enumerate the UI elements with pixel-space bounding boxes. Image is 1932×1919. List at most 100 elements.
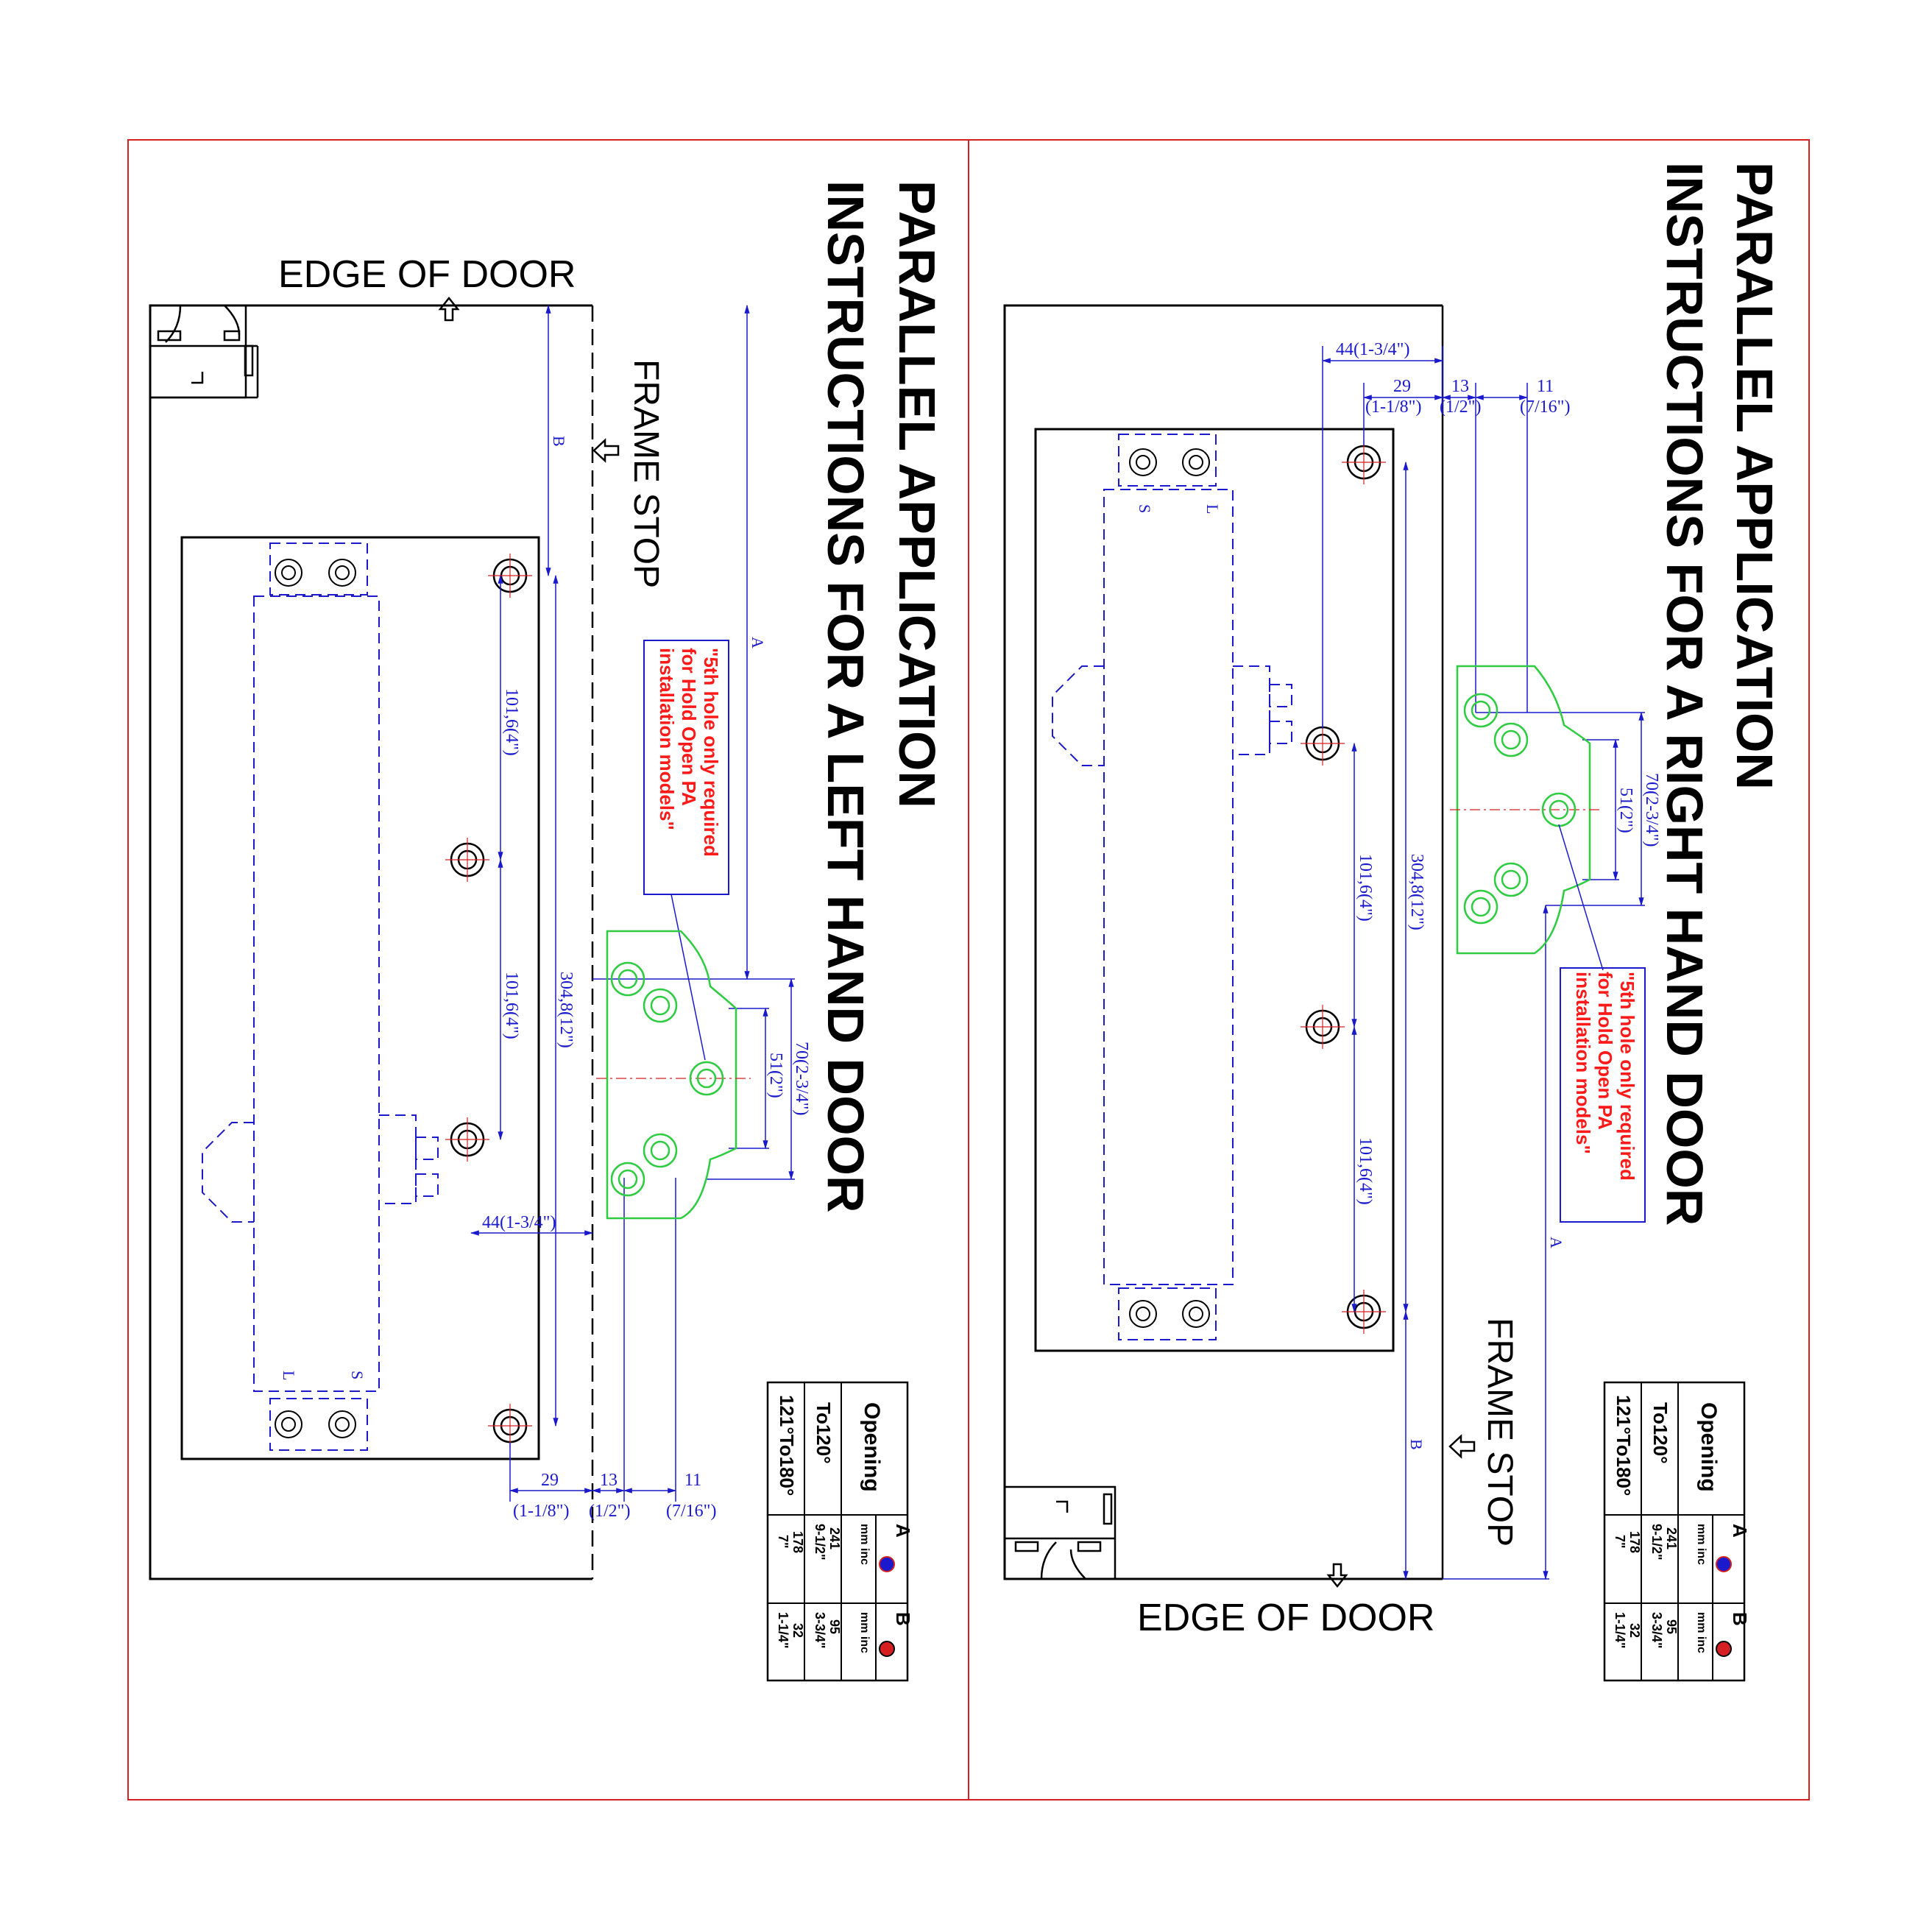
left-arm-bracket: [606, 930, 737, 1220]
left-dim-13-in: (1/2"): [589, 1502, 630, 1521]
left-table-row2-a-in: 7": [776, 1535, 790, 1549]
left-table-row2-b-mm: 32: [790, 1623, 805, 1638]
left-note-line3: installation models": [656, 648, 678, 830]
left-opening-table: Opening To120° 121°To180° A mm inc 241 9…: [766, 1381, 914, 1682]
left-valve-l-label: L: [280, 1371, 298, 1380]
right-table-units-b: mm inc: [1695, 1612, 1708, 1653]
right-table-col-a: A: [1729, 1524, 1751, 1538]
left-table-b-icon: [879, 1641, 895, 1657]
left-dimension-lines: [470, 304, 795, 1502]
right-table-b-icon: [1716, 1641, 1732, 1657]
left-valve-s-label: S: [348, 1371, 367, 1379]
left-title-line1: PARALLEL APPLICATION: [888, 180, 946, 808]
left-bracket-holes: [610, 961, 724, 1197]
right-mounting-plate: [1034, 428, 1395, 1352]
right-dim-13: 13: [1451, 377, 1469, 396]
right-table-row1-opening: To120°: [1649, 1402, 1671, 1464]
right-table-row1-b-in: 3-3/4": [1649, 1612, 1664, 1649]
left-table-header: Opening: [860, 1402, 884, 1492]
left-title-line2: INSTRUCTIONS FOR A LEFT HAND DOOR: [817, 180, 874, 1213]
right-table-row1-a-in: 9-1/2": [1649, 1524, 1664, 1561]
right-table-row1-a-mm: 241: [1664, 1527, 1679, 1549]
right-valve-screws: [1129, 448, 1210, 1328]
right-note-line1: "5th hole only required: [1616, 972, 1638, 1181]
right-note-line2: for Hold Open PA: [1594, 972, 1616, 1130]
left-dim-51: 51(2"): [766, 1053, 785, 1098]
left-table-a-icon: [879, 1556, 895, 1572]
right-table-col-b: B: [1729, 1612, 1751, 1626]
left-dim-offset: 44(1-3/4"): [482, 1213, 556, 1232]
left-table-row2-opening: 121°To180°: [776, 1395, 798, 1496]
left-table-row1-b-in: 3-3/4": [813, 1612, 827, 1649]
left-table-units-b: mm inc: [858, 1612, 871, 1653]
right-table-row2-b-mm: 32: [1627, 1623, 1642, 1638]
right-dim-overall: 304,8(12"): [1407, 854, 1426, 930]
left-table-row2-b-in: 1-1/4": [776, 1612, 790, 1649]
right-title-line2: INSTRUCTIONS FOR A RIGHT HAND DOOR: [1656, 162, 1713, 1226]
left-edge-of-door-label: EDGE OF DOOR: [278, 253, 576, 296]
right-closer-body: [1052, 434, 1292, 1340]
right-dim-29-in: (1-1/8"): [1365, 397, 1421, 417]
right-dim-b: B: [1407, 1439, 1426, 1450]
right-table-a-icon: [1716, 1556, 1732, 1572]
right-dim-11-in: (7/16"): [1520, 397, 1570, 417]
right-table-header: Opening: [1696, 1402, 1721, 1492]
right-dim-offset: 44(1-3/4"): [1336, 340, 1409, 359]
right-opening-table: Opening To120° 121°To180° A mm inc 241 9…: [1603, 1381, 1751, 1682]
left-dim-29: 29: [541, 1471, 559, 1490]
left-dim-29-in: (1-1/8"): [513, 1502, 569, 1521]
left-table-row2-a-mm: 178: [790, 1531, 805, 1553]
left-dim-70: 70(2-3/4"): [792, 1042, 811, 1115]
right-valve-s-label: S: [1136, 504, 1154, 513]
left-table-row1-a-mm: 241: [827, 1527, 842, 1549]
right-hinge-detail: [1003, 1485, 1117, 1580]
left-table-row1-b-mm: 95: [827, 1619, 842, 1634]
left-door-outline: [149, 304, 592, 1580]
right-panel-border: [968, 139, 1810, 1800]
left-frame-stop-arrow-icon: [592, 438, 620, 463]
right-note-line3: installation models": [1572, 972, 1594, 1154]
left-dim-spacing-1: 101,6(4"): [502, 688, 521, 756]
right-arm-bracket: [1456, 665, 1591, 955]
right-edge-arrow-icon: [1326, 1563, 1348, 1588]
left-dim-spacing-2: 101,6(4"): [502, 972, 521, 1039]
left-dim-a: A: [749, 637, 767, 648]
right-dim-11: 11: [1537, 377, 1554, 396]
left-mounting-plate: [180, 536, 540, 1460]
left-note-line2: for Hold Open PA: [678, 648, 700, 806]
right-table-units-a: mm inc: [1695, 1524, 1708, 1565]
right-dim-29: 29: [1393, 377, 1411, 396]
left-frame-stop-label: FRAME STOP: [626, 359, 665, 588]
right-valve-l-label: L: [1203, 504, 1222, 514]
left-dim-13: 13: [600, 1471, 618, 1490]
right-table-row1-b-mm: 95: [1664, 1619, 1679, 1634]
right-dim-a: A: [1547, 1237, 1565, 1248]
right-table-row2-b-in: 1-1/4": [1613, 1612, 1627, 1649]
right-table-row2-a-mm: 178: [1627, 1531, 1642, 1553]
right-dim-13-in: (1/2"): [1440, 397, 1481, 417]
right-dim-70: 70(2-3/4"): [1642, 773, 1661, 847]
left-closer-body: [202, 543, 439, 1451]
right-table-row2-a-in: 7": [1613, 1535, 1627, 1549]
left-table-units-a: mm inc: [858, 1524, 871, 1565]
right-dim-spacing-2: 101,6(4"): [1356, 1137, 1375, 1205]
left-table-col-b: B: [892, 1612, 914, 1626]
right-table-row2-opening: 121°To180°: [1613, 1395, 1635, 1496]
right-frame-stop-label: FRAME STOP: [1480, 1318, 1519, 1547]
left-dim-overall: 304,8(12"): [556, 972, 576, 1048]
left-valve-screws: [275, 559, 356, 1438]
left-table-col-a: A: [892, 1524, 914, 1538]
right-door-outline: [1003, 304, 1443, 1580]
left-note-line1: "5th hole only required: [700, 648, 722, 857]
left-hinge-detail: [149, 304, 259, 399]
right-dim-51: 51(2"): [1616, 788, 1635, 833]
left-panel: PARALLEL APPLICATION INSTRUCTIONS FOR A …: [149, 180, 946, 1682]
right-edge-of-door-label: EDGE OF DOOR: [1137, 1597, 1434, 1639]
left-table-row1-opening: To120°: [813, 1402, 835, 1464]
left-note-box: [643, 640, 729, 895]
left-edge-arrow-icon: [438, 296, 460, 322]
right-title-line1: PARALLEL APPLICATION: [1726, 162, 1783, 790]
left-dim-11: 11: [684, 1471, 701, 1490]
left-table-row1-a-in: 9-1/2": [813, 1524, 827, 1561]
